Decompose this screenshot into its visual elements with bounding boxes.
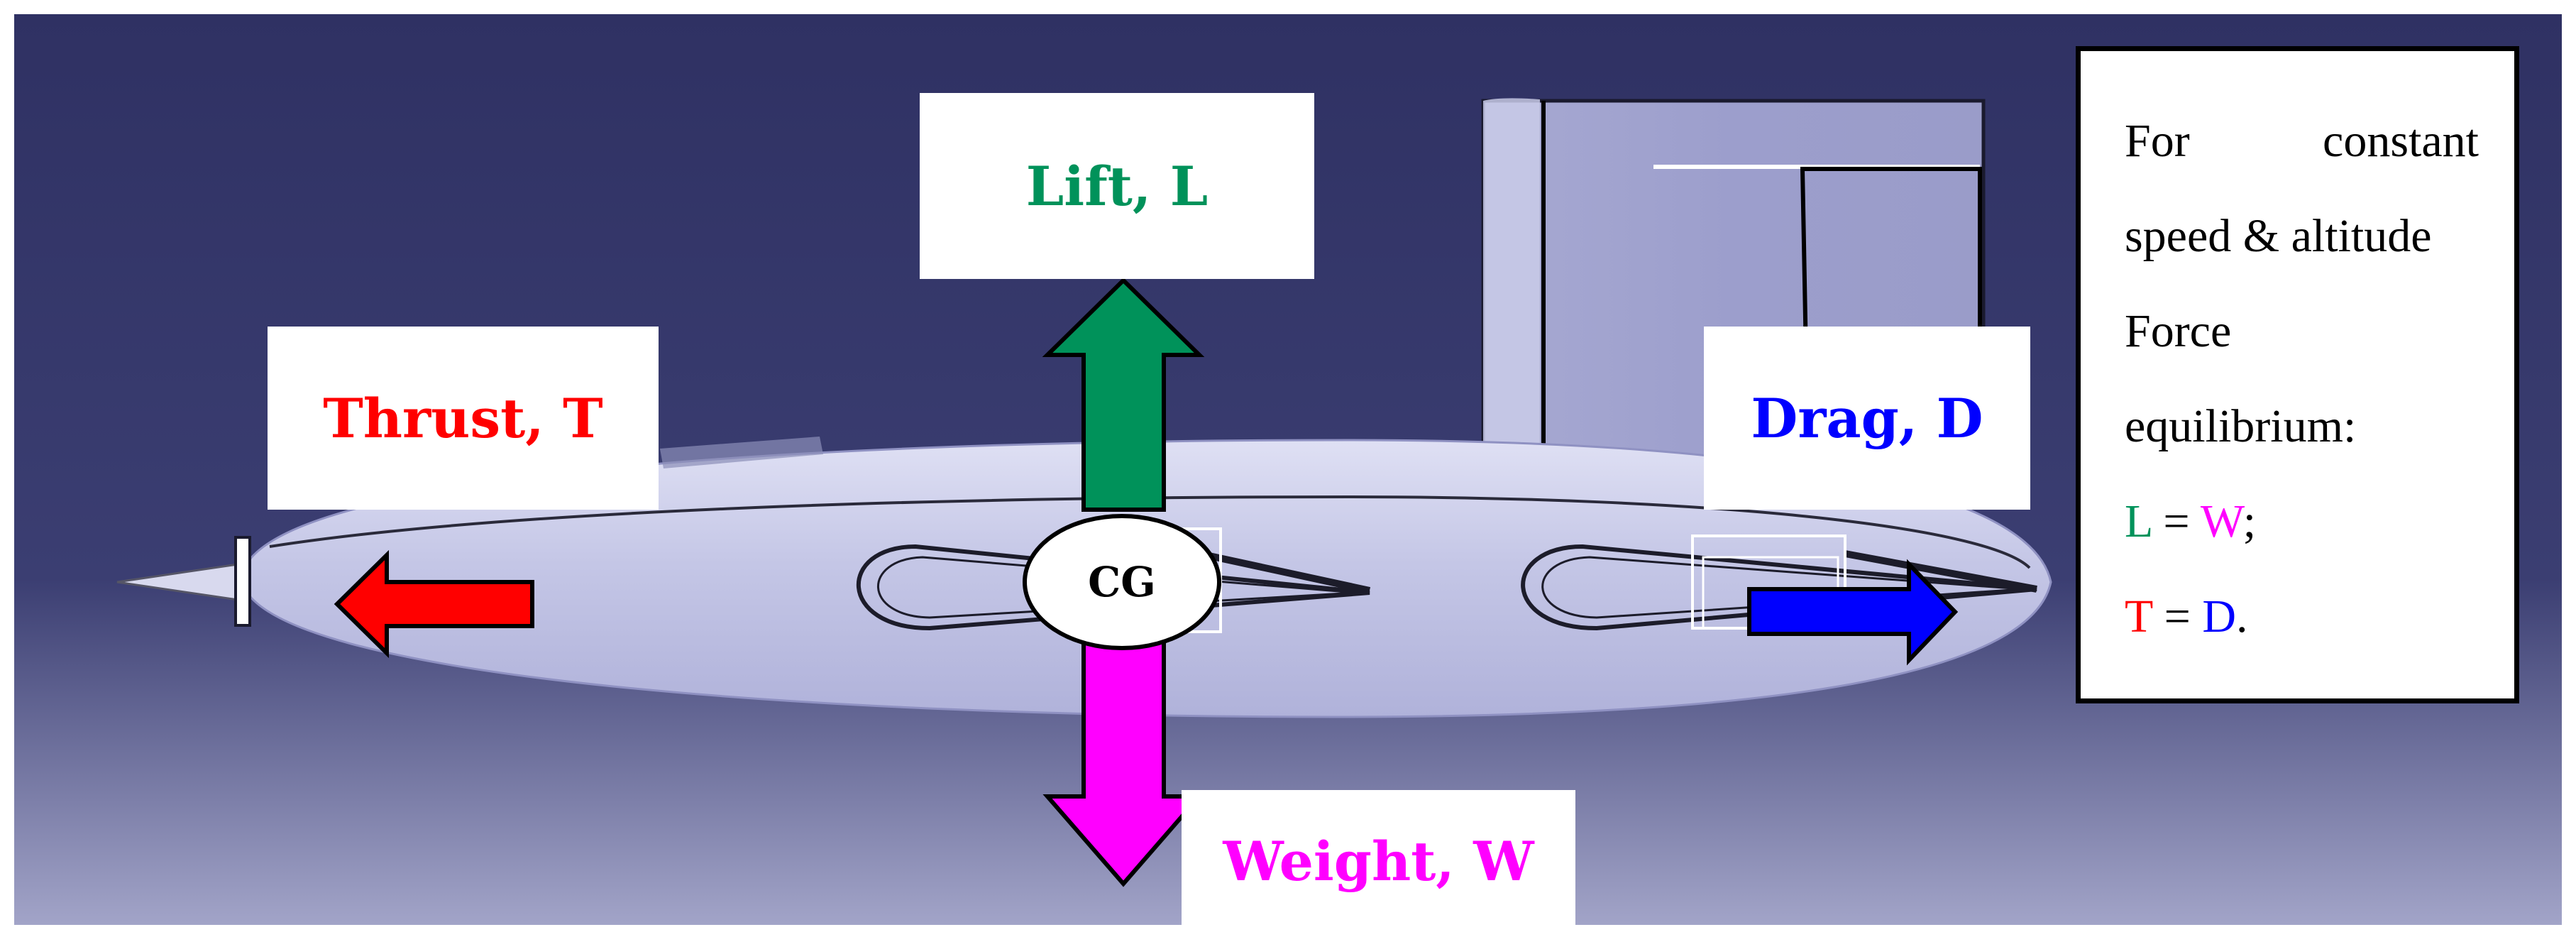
- lift-label-box: Lift, L: [920, 93, 1314, 279]
- thrust-arrow: [334, 549, 534, 659]
- cg-marker: [1023, 514, 1221, 650]
- cg-label: CG: [1088, 558, 1156, 606]
- thrust-label: Thrust, T: [323, 386, 603, 450]
- drag-arrow: [1747, 559, 1959, 666]
- thrust-label-box: Thrust, T: [268, 327, 659, 510]
- eq-equals-1: =: [2151, 495, 2201, 547]
- eq-weight-symbol: W: [2200, 495, 2243, 547]
- note-word-constant: constant: [2323, 115, 2479, 167]
- lift-arrow: [1042, 277, 1205, 512]
- weight-label: Weight, W: [1223, 829, 1534, 893]
- eq-end-1: ;: [2242, 495, 2257, 547]
- note-line-2: speed & altitude: [2125, 210, 2432, 262]
- drag-label: Drag, D: [1751, 386, 1983, 450]
- note-equation-lift-weight: L = W;: [2125, 474, 2479, 569]
- drag-label-box: Drag, D: [1704, 327, 2030, 510]
- weight-label-box: Weight, W: [1182, 790, 1575, 932]
- eq-thrust-symbol: T: [2125, 591, 2153, 642]
- note-word-for: For: [2125, 115, 2190, 167]
- lift-label: Lift, L: [1025, 154, 1209, 218]
- equilibrium-note: For constant speed & altitude Force equi…: [2076, 46, 2519, 703]
- note-line-4: equilibrium:: [2125, 400, 2357, 452]
- eq-drag-symbol: D: [2202, 591, 2237, 642]
- weight-arrow: [1042, 640, 1204, 887]
- note-line-3: Force: [2125, 305, 2232, 357]
- note-equation-thrust-drag: T = D.: [2125, 569, 2479, 664]
- eq-end-2: .: [2236, 591, 2248, 642]
- eq-lift-symbol: L: [2125, 495, 2152, 547]
- eq-equals-2: =: [2152, 591, 2203, 642]
- note-line-1: For constant: [2125, 94, 2479, 189]
